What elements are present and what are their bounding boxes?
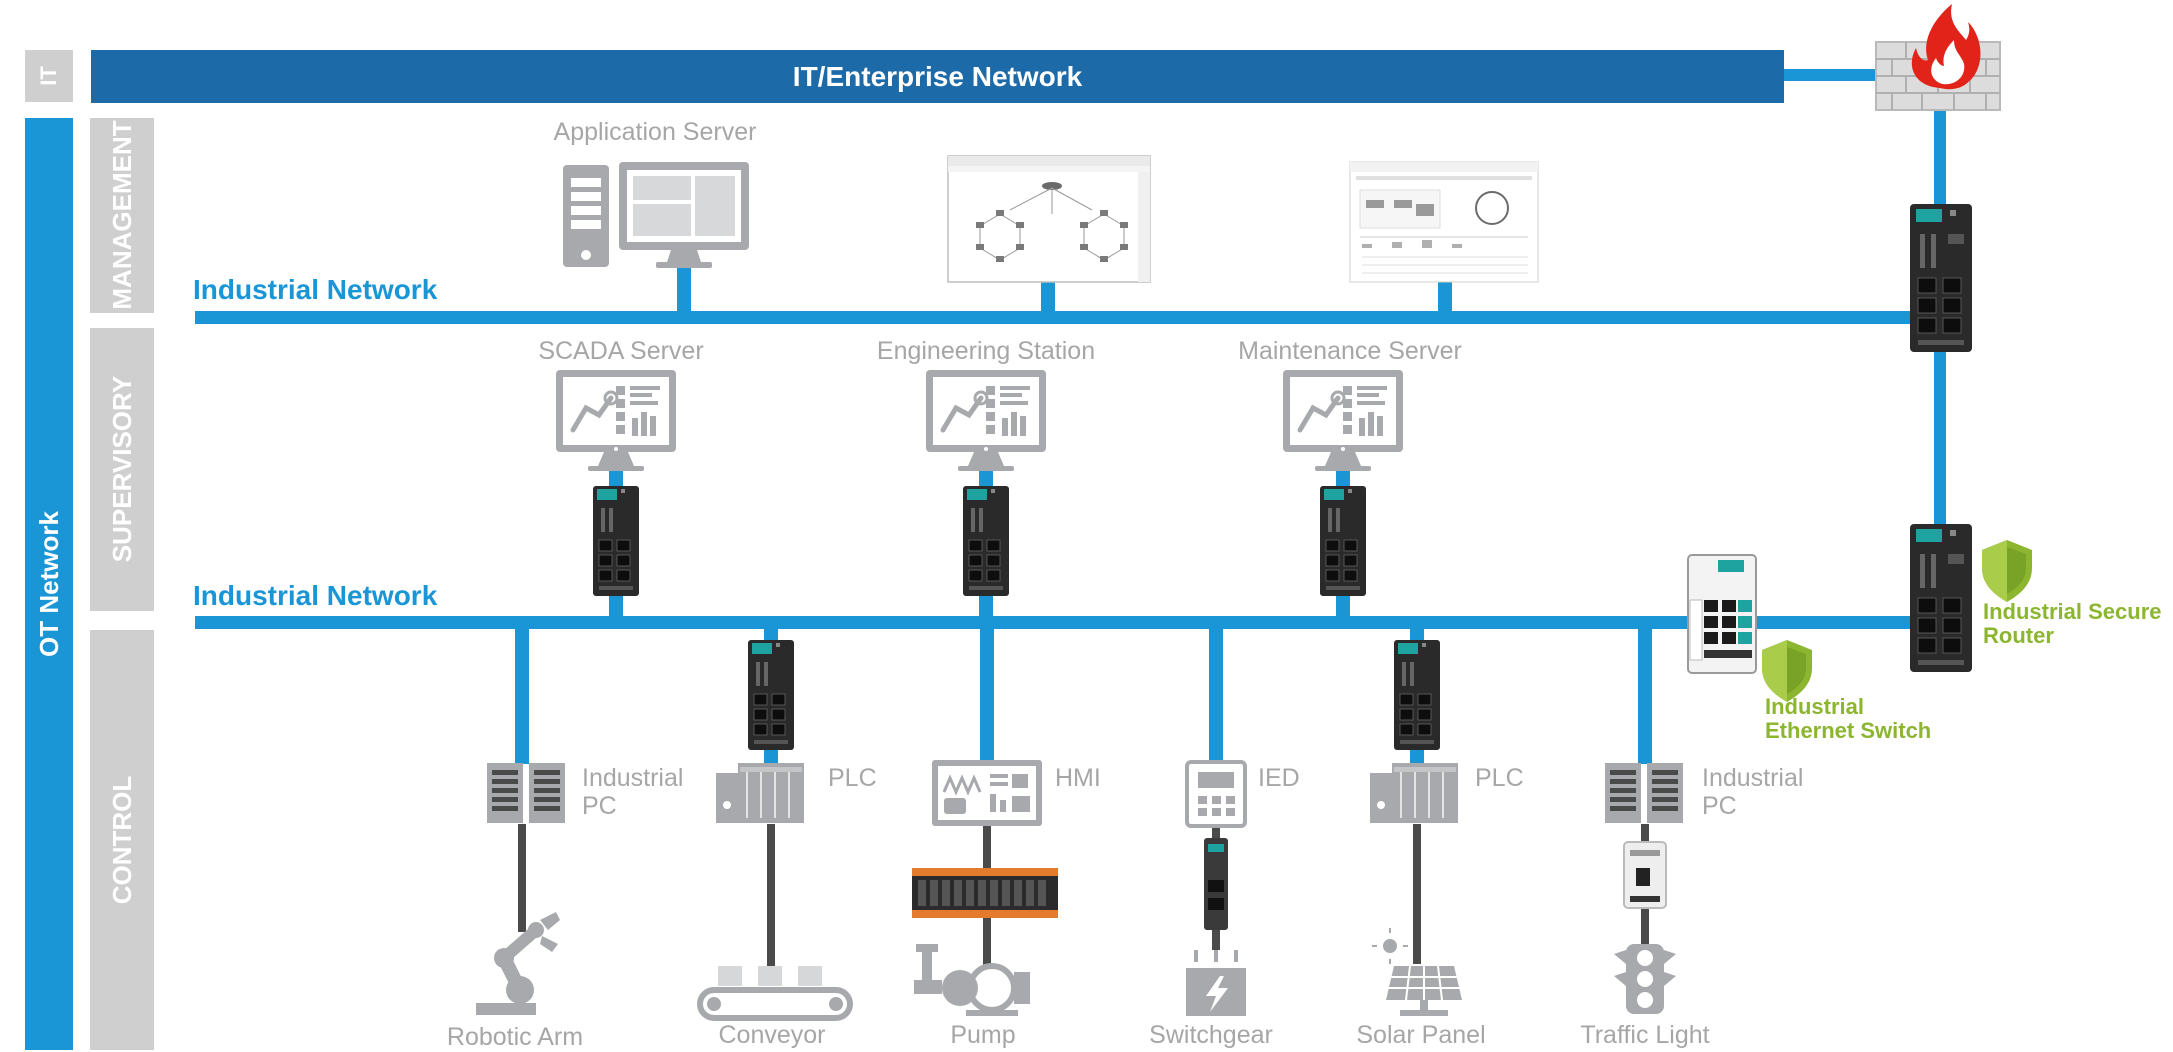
cable-ied — [1212, 824, 1220, 838]
management-band — [90, 118, 154, 313]
industrial-pc-1-icon — [487, 763, 565, 823]
ied-gateway-icon — [1204, 838, 1228, 930]
cable-robotic-arm — [518, 824, 526, 932]
scada-monitor-icon — [556, 370, 676, 471]
industrial-network-bottom-line — [195, 616, 1912, 629]
control-band — [90, 630, 154, 1050]
industrial-network-bottom-label: Industrial Network — [193, 580, 438, 611]
topology-screenshot — [947, 155, 1151, 283]
drop-hmi — [980, 628, 994, 764]
plc1-gateway-icon — [747, 639, 795, 751]
cable-pump — [983, 824, 991, 868]
plc-2-label: PLC — [1475, 764, 1524, 792]
drop-ipc2 — [1638, 628, 1652, 764]
maintenance-gateway-icon — [1319, 485, 1367, 597]
dashboard-screenshot — [1349, 161, 1539, 283]
maintenance-server-label: Maintenance Server — [1238, 337, 1462, 365]
secure-router-bottom-icon — [1909, 523, 1973, 673]
enterprise-network-title: IT/Enterprise Network — [792, 61, 1083, 92]
enterprise-link — [1784, 69, 1876, 81]
backbone-firewall-router — [1934, 108, 1946, 208]
traffic-light-label: Traffic Light — [1580, 1021, 1710, 1049]
supervisory-level-label: SUPERVISORY — [107, 375, 137, 563]
plc-1-label: PLC — [828, 764, 877, 792]
management-level-label: MANAGEMENT — [107, 120, 137, 310]
industrial-pc-2-icon — [1605, 763, 1683, 823]
industrial-network-top-line — [195, 311, 1912, 324]
plc-2-icon — [1370, 763, 1458, 823]
drop-topology — [1041, 282, 1055, 312]
hmi-icon — [932, 760, 1042, 826]
supervisory-band — [90, 328, 154, 611]
engineering-monitor-icon — [926, 370, 1046, 471]
switchgear-label: Switchgear — [1149, 1021, 1273, 1049]
engineering-station-label: Engineering Station — [876, 337, 1096, 365]
firewall-icon — [1875, 4, 2001, 111]
cable-conveyor — [767, 824, 775, 972]
drop-dashboard — [1438, 282, 1452, 312]
robotic-arm-icon — [476, 912, 560, 1015]
drop-ied — [1209, 628, 1223, 764]
backbone-router-router — [1934, 345, 1946, 525]
switchgear-icon — [1186, 950, 1246, 1016]
cable-switchgear — [1212, 930, 1220, 950]
server-icon — [563, 165, 609, 267]
ethernet-switch-icon — [1687, 554, 1757, 674]
hmi-label: HMI — [1055, 764, 1101, 792]
engineering-gateway-icon — [962, 485, 1010, 597]
ot-side-label: OT Network — [34, 511, 64, 657]
industrial-ethernet-switch-label: Industrial Ethernet Switch — [1765, 694, 1932, 744]
cable-solar-panel — [1413, 824, 1421, 964]
shield-icon — [1762, 640, 1812, 702]
traffic-gateway-icon — [1623, 841, 1667, 909]
ot-side-band — [25, 118, 73, 1050]
robotic-arm-label: Robotic Arm — [446, 1023, 584, 1051]
enterprise-network-bar — [91, 50, 1784, 103]
router-bottom-link — [1755, 616, 1913, 629]
drop-application-server — [677, 268, 691, 312]
it-side-label: IT — [36, 66, 61, 86]
ied-label: IED — [1258, 764, 1300, 792]
monitor-icon — [619, 162, 749, 268]
drop-ipc1 — [515, 628, 529, 764]
ied-icon — [1185, 760, 1247, 828]
pump-label: Pump — [950, 1021, 1016, 1049]
conveyor-label: Conveyor — [718, 1021, 826, 1049]
scada-server-label: SCADA Server — [538, 337, 704, 365]
plc-1-icon — [716, 763, 804, 823]
maintenance-monitor-icon — [1283, 370, 1403, 471]
solar-panel-label: Solar Panel — [1356, 1021, 1486, 1049]
traffic-light-icon — [1614, 944, 1676, 1014]
conveyor-icon — [697, 966, 853, 1021]
cable-pump-lower — [983, 918, 991, 968]
industrial-pc-2-label: Industrial PC — [1702, 764, 1804, 820]
it-side-band — [25, 50, 73, 102]
solar-panel-icon — [1372, 928, 1462, 1016]
application-server-label: Application Server — [553, 118, 757, 146]
shield-icon — [1982, 540, 2032, 602]
industrial-pc-1-label: Industrial PC — [582, 764, 684, 820]
secure-router-top-icon — [1909, 203, 1973, 353]
cable-traffic-light — [1641, 824, 1649, 842]
scada-gateway-icon — [592, 485, 640, 597]
industrial-network-top-label: Industrial Network — [193, 274, 438, 305]
pump-icon — [914, 944, 1030, 1016]
control-level-label: CONTROL — [107, 775, 137, 905]
io-module-icon — [912, 868, 1058, 918]
plc2-gateway-icon — [1393, 639, 1441, 751]
industrial-secure-router-label: Industrial Secure Router — [1983, 599, 2162, 649]
cable-traffic-light-lower — [1641, 908, 1649, 944]
